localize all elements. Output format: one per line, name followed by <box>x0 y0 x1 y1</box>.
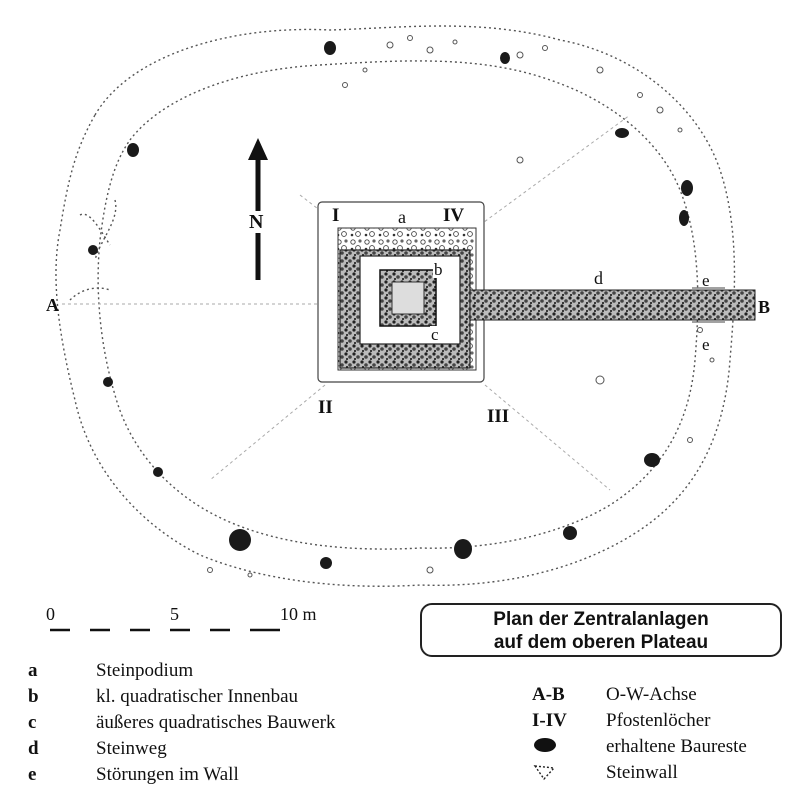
north-label: N <box>249 211 264 233</box>
feature-label-b: b <box>433 260 444 279</box>
scale-label-10: 10 m <box>280 604 317 624</box>
feature-label-c: c <box>430 325 440 344</box>
axis-point-a: A <box>46 295 59 315</box>
feature-label-e-upper: e <box>702 271 710 290</box>
legend-text: O-W-Achse <box>606 684 697 705</box>
legend-text: äußeres quadratisches Bauwerk <box>96 712 336 733</box>
post-hole-label-i: I <box>332 205 340 226</box>
feature-label-e-lower: e <box>702 335 710 354</box>
stone-path <box>469 289 756 321</box>
legend-key: d <box>28 738 39 759</box>
wall-disturbances <box>692 287 725 323</box>
legend-text: erhaltene Baureste <box>606 736 747 757</box>
legend-key: e <box>28 764 37 785</box>
legend-text: Störungen im Wall <box>96 764 239 785</box>
scale-bar <box>50 628 280 632</box>
stone-wall-ring <box>55 25 736 587</box>
legend-text: Steinweg <box>96 738 167 759</box>
scale-label-0: 0 <box>46 604 55 624</box>
wall-stones <box>207 35 715 578</box>
post-hole-label-ii: II <box>318 397 333 418</box>
legend-text: Steinpodium <box>96 660 194 681</box>
legend-key: c <box>28 712 37 733</box>
legend-text: Pfostenlöcher <box>606 710 711 731</box>
inner-square-building <box>359 255 461 345</box>
axis-point-b: B <box>758 297 771 317</box>
plan-title-line-1: Plan der Zentralanlagen <box>493 609 709 630</box>
building-remains <box>88 41 693 569</box>
plan-title: Plan der Zentralanlagen auf dem oberen P… <box>420 603 782 657</box>
plan-title-line-2: auf dem oberen Plateau <box>493 632 709 653</box>
legend-text: kl. quadratischer Innenbau <box>96 686 299 707</box>
legend-key: b <box>28 686 39 707</box>
post-hole-label-iii: III <box>487 406 510 427</box>
site-plan <box>55 25 756 587</box>
legend-key: I-IV <box>532 710 567 731</box>
legend-key: A-B <box>532 684 565 705</box>
legend-text: Steinwall <box>606 762 678 783</box>
post-hole-label-iv: IV <box>443 205 465 226</box>
legend-key: a <box>28 660 38 681</box>
wall-icon <box>532 762 602 788</box>
feature-label-d: d <box>594 268 603 288</box>
feature-label-a: a <box>398 207 406 227</box>
north-arrow <box>248 138 268 280</box>
scale-label-5: 5 <box>170 604 179 624</box>
blob-icon <box>532 736 602 760</box>
